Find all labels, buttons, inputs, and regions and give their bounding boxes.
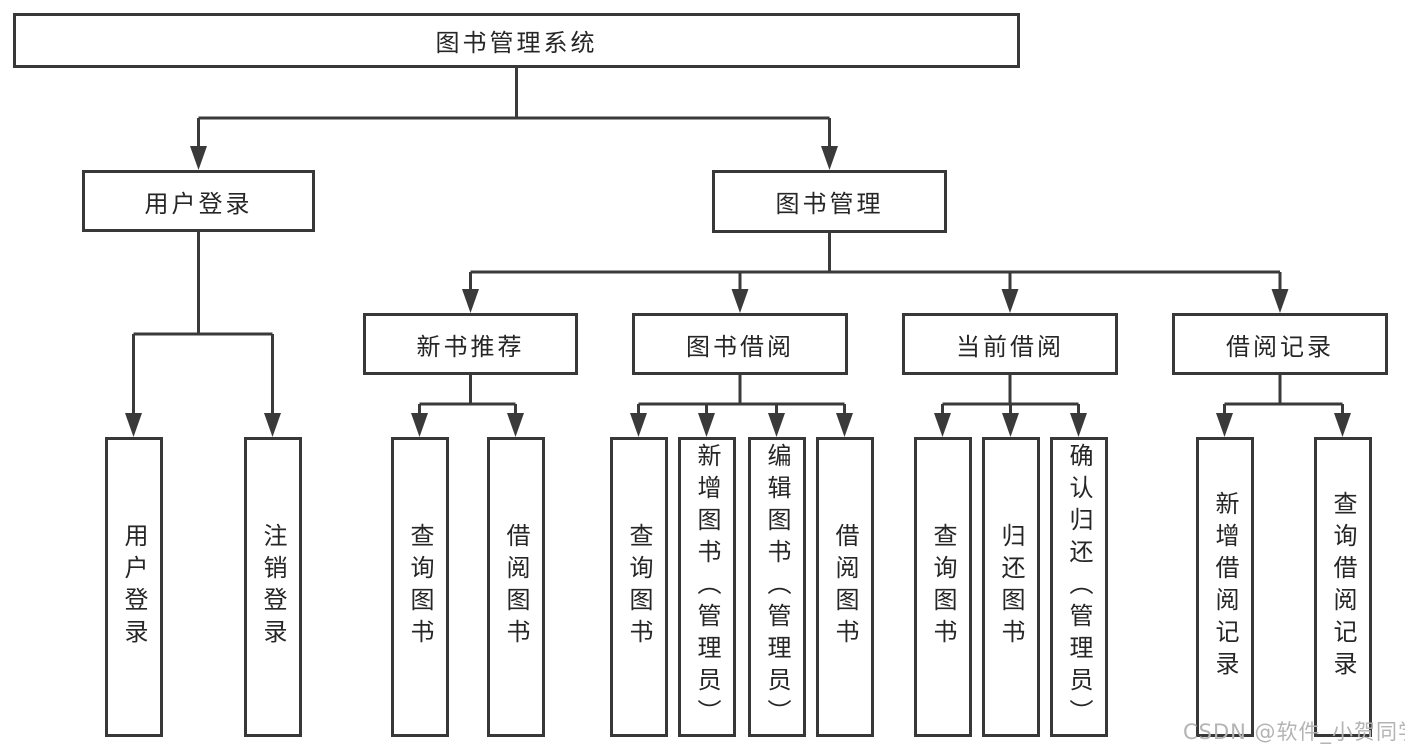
- arrow-icon: [462, 289, 479, 313]
- node-root-label: 图书管理系统: [435, 29, 598, 57]
- leaf-label: 借阅图书: [831, 523, 859, 651]
- arrow-icon: [821, 146, 838, 170]
- leaf-label: 查询图书: [406, 523, 434, 651]
- leaf-user-login: 用户登录: [105, 437, 163, 737]
- arrow-icon: [1002, 413, 1019, 437]
- leaf-label: 注销登录: [259, 523, 287, 651]
- arrow-icon: [1070, 413, 1087, 437]
- watermark-text: CSDN @软件_小贺同学: [1183, 720, 1405, 744]
- leaf-add-book-admin: 新增图书（管理员）: [678, 437, 736, 737]
- leaf-query-books-current: 查询图书: [914, 437, 972, 737]
- node-label: 用户登录: [144, 189, 253, 218]
- node-label: 借阅记录: [1226, 332, 1334, 361]
- arrow-icon: [1271, 289, 1289, 313]
- node-label: 当前借阅: [956, 332, 1064, 361]
- leaf-label: 查询图书: [929, 523, 957, 651]
- arrow-icon: [934, 413, 951, 437]
- node-label: 图书管理: [775, 190, 884, 218]
- leaf-label: 编辑图书（管理员）: [763, 443, 791, 731]
- leaf-query-borrow-record: 查询借阅记录: [1314, 437, 1372, 737]
- leaf-label: 借阅图书: [502, 523, 530, 651]
- arrow-icon: [125, 413, 142, 437]
- arrow-icon: [768, 413, 785, 437]
- node-book-borrow: 图书借阅: [632, 313, 848, 375]
- leaf-return-book: 归还图书: [982, 437, 1040, 737]
- leaf-confirm-return-admin: 确认归还（管理员）: [1050, 437, 1108, 737]
- arrow-icon: [698, 413, 715, 437]
- arrow-icon: [1334, 413, 1351, 437]
- leaf-label: 归还图书: [997, 523, 1025, 651]
- leaf-label: 查询借阅记录: [1329, 491, 1357, 683]
- leaf-logout: 注销登录: [244, 437, 302, 737]
- leaf-borrow-books-borrow: 借阅图书: [816, 437, 874, 737]
- node-new-book-recommend: 新书推荐: [363, 313, 578, 375]
- arrow-icon: [507, 413, 524, 437]
- node-book-management: 图书管理: [712, 170, 947, 233]
- connector-lines: [132, 68, 1344, 417]
- node-borrow-records: 借阅记录: [1172, 313, 1388, 375]
- node-label: 图书借阅: [686, 332, 794, 361]
- leaf-edit-book-admin: 编辑图书（管理员）: [748, 437, 806, 737]
- node-user-login: 用户登录: [82, 170, 315, 232]
- leaf-query-books-borrow: 查询图书: [610, 437, 668, 737]
- leaf-label: 查询图书: [625, 523, 653, 651]
- arrowheads: [125, 146, 1351, 437]
- leaf-add-borrow-record: 新增借阅记录: [1196, 437, 1254, 737]
- arrow-icon: [836, 413, 853, 437]
- node-current-borrow: 当前借阅: [902, 313, 1118, 375]
- leaf-query-books-recommend: 查询图书: [391, 437, 449, 737]
- node-root: 图书管理系统: [13, 13, 1020, 68]
- arrow-icon: [1001, 289, 1019, 313]
- arrow-icon: [411, 413, 428, 437]
- node-label: 新书推荐: [416, 332, 525, 361]
- leaf-label: 确认归还（管理员）: [1065, 443, 1093, 731]
- leaf-label: 新增图书（管理员）: [693, 443, 721, 731]
- arrow-icon: [190, 146, 207, 170]
- arrow-icon: [264, 413, 281, 437]
- leaf-borrow-books-recommend: 借阅图书: [487, 437, 545, 737]
- arrow-icon: [731, 289, 749, 313]
- arrow-icon: [1216, 413, 1233, 437]
- leaf-label: 新增借阅记录: [1211, 491, 1239, 683]
- arrow-icon: [630, 413, 647, 437]
- leaf-label: 用户登录: [120, 523, 148, 651]
